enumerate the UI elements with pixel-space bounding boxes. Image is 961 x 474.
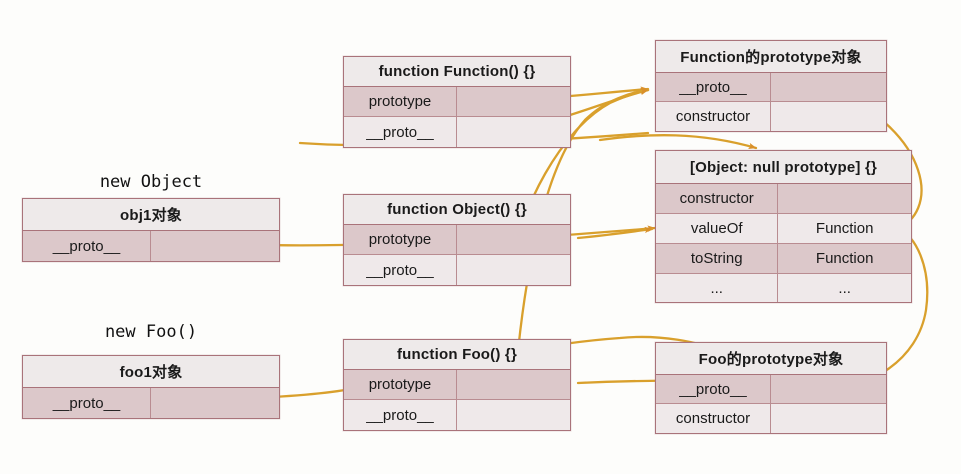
table-row[interactable]: prototype xyxy=(344,87,570,117)
row-value xyxy=(457,400,570,430)
table-row[interactable]: __proto__ xyxy=(23,388,279,418)
table-row[interactable]: __proto__ xyxy=(656,375,886,404)
box-foo1-object[interactable]: foo1对象 __proto__ xyxy=(22,355,280,419)
row-key-prototype: prototype xyxy=(344,370,457,399)
row-key-proto: __proto__ xyxy=(344,255,457,285)
row-value xyxy=(457,255,570,285)
box-function-object-header: function Object() {} xyxy=(344,195,570,225)
row-key-tostring: toString xyxy=(656,244,779,273)
row-key-constructor: constructor xyxy=(656,184,779,213)
table-row[interactable]: constructor xyxy=(656,184,911,214)
table-row[interactable]: valueOf Function xyxy=(656,214,911,244)
box-obj1-header: obj1对象 xyxy=(23,199,279,231)
box-object-null-prototype[interactable]: [Object: null prototype] {} constructor … xyxy=(655,150,912,303)
box-function-function-header: function Function() {} xyxy=(344,57,570,87)
row-value xyxy=(771,404,886,433)
table-row[interactable]: __proto__ xyxy=(344,400,570,430)
row-key-valueof: valueOf xyxy=(656,214,779,243)
box-function-prototype-object[interactable]: Function的prototype对象 __proto__ construct… xyxy=(655,40,887,132)
caption-new-foo: new Foo() xyxy=(104,322,198,342)
row-value xyxy=(457,225,570,254)
row-key-proto: __proto__ xyxy=(23,388,151,418)
box-function-foo[interactable]: function Foo() {} prototype __proto__ xyxy=(343,339,571,431)
row-key-proto: __proto__ xyxy=(344,117,457,147)
table-row[interactable]: constructor xyxy=(656,102,886,131)
table-row[interactable]: __proto__ xyxy=(344,117,570,147)
table-row[interactable]: toString Function xyxy=(656,244,911,274)
box-foo1-header: foo1对象 xyxy=(23,356,279,388)
row-value xyxy=(151,388,279,418)
box-function-object[interactable]: function Object() {} prototype __proto__ xyxy=(343,194,571,286)
row-key-prototype: prototype xyxy=(344,87,457,116)
box-function-foo-header: function Foo() {} xyxy=(344,340,570,370)
row-value xyxy=(771,375,886,403)
box-function-function[interactable]: function Function() {} prototype __proto… xyxy=(343,56,571,148)
row-value xyxy=(457,117,570,147)
caption-new-object: new Object xyxy=(99,172,203,192)
row-value xyxy=(151,231,279,261)
box-object-null-prototype-header: [Object: null prototype] {} xyxy=(656,151,911,184)
row-key-proto: __proto__ xyxy=(656,73,771,101)
edge-objectfn-prototype-to-null-prototype xyxy=(576,226,654,240)
row-value-function: Function xyxy=(778,244,911,273)
box-foo-prototype-header: Foo的prototype对象 xyxy=(656,343,886,375)
edge-into-null-prototype-header xyxy=(598,134,758,150)
table-row[interactable]: __proto__ xyxy=(23,231,279,261)
row-value xyxy=(457,370,570,399)
row-value xyxy=(771,73,886,101)
row-key-prototype: prototype xyxy=(344,225,457,254)
row-key-proto: __proto__ xyxy=(344,400,457,430)
row-key-proto: __proto__ xyxy=(23,231,151,261)
row-value-function: Function xyxy=(778,214,911,243)
row-key-proto: __proto__ xyxy=(656,375,771,403)
table-row[interactable]: __proto__ xyxy=(656,73,886,102)
box-obj1-object[interactable]: obj1对象 __proto__ xyxy=(22,198,280,262)
table-row[interactable]: constructor xyxy=(656,404,886,433)
row-key-constructor: constructor xyxy=(656,404,771,433)
row-value xyxy=(778,184,911,213)
box-function-prototype-header: Function的prototype对象 xyxy=(656,41,886,73)
table-row[interactable]: prototype xyxy=(344,370,570,400)
box-foo-prototype-object[interactable]: Foo的prototype对象 __proto__ constructor xyxy=(655,342,887,434)
table-row[interactable]: __proto__ xyxy=(344,255,570,285)
table-row[interactable]: ... ... xyxy=(656,274,911,302)
table-row[interactable]: prototype xyxy=(344,225,570,255)
row-value xyxy=(771,102,886,131)
row-key-ellipsis: ... xyxy=(656,274,779,302)
row-value-ellipsis: ... xyxy=(778,274,911,302)
row-value xyxy=(457,87,570,116)
row-key-constructor: constructor xyxy=(656,102,771,131)
